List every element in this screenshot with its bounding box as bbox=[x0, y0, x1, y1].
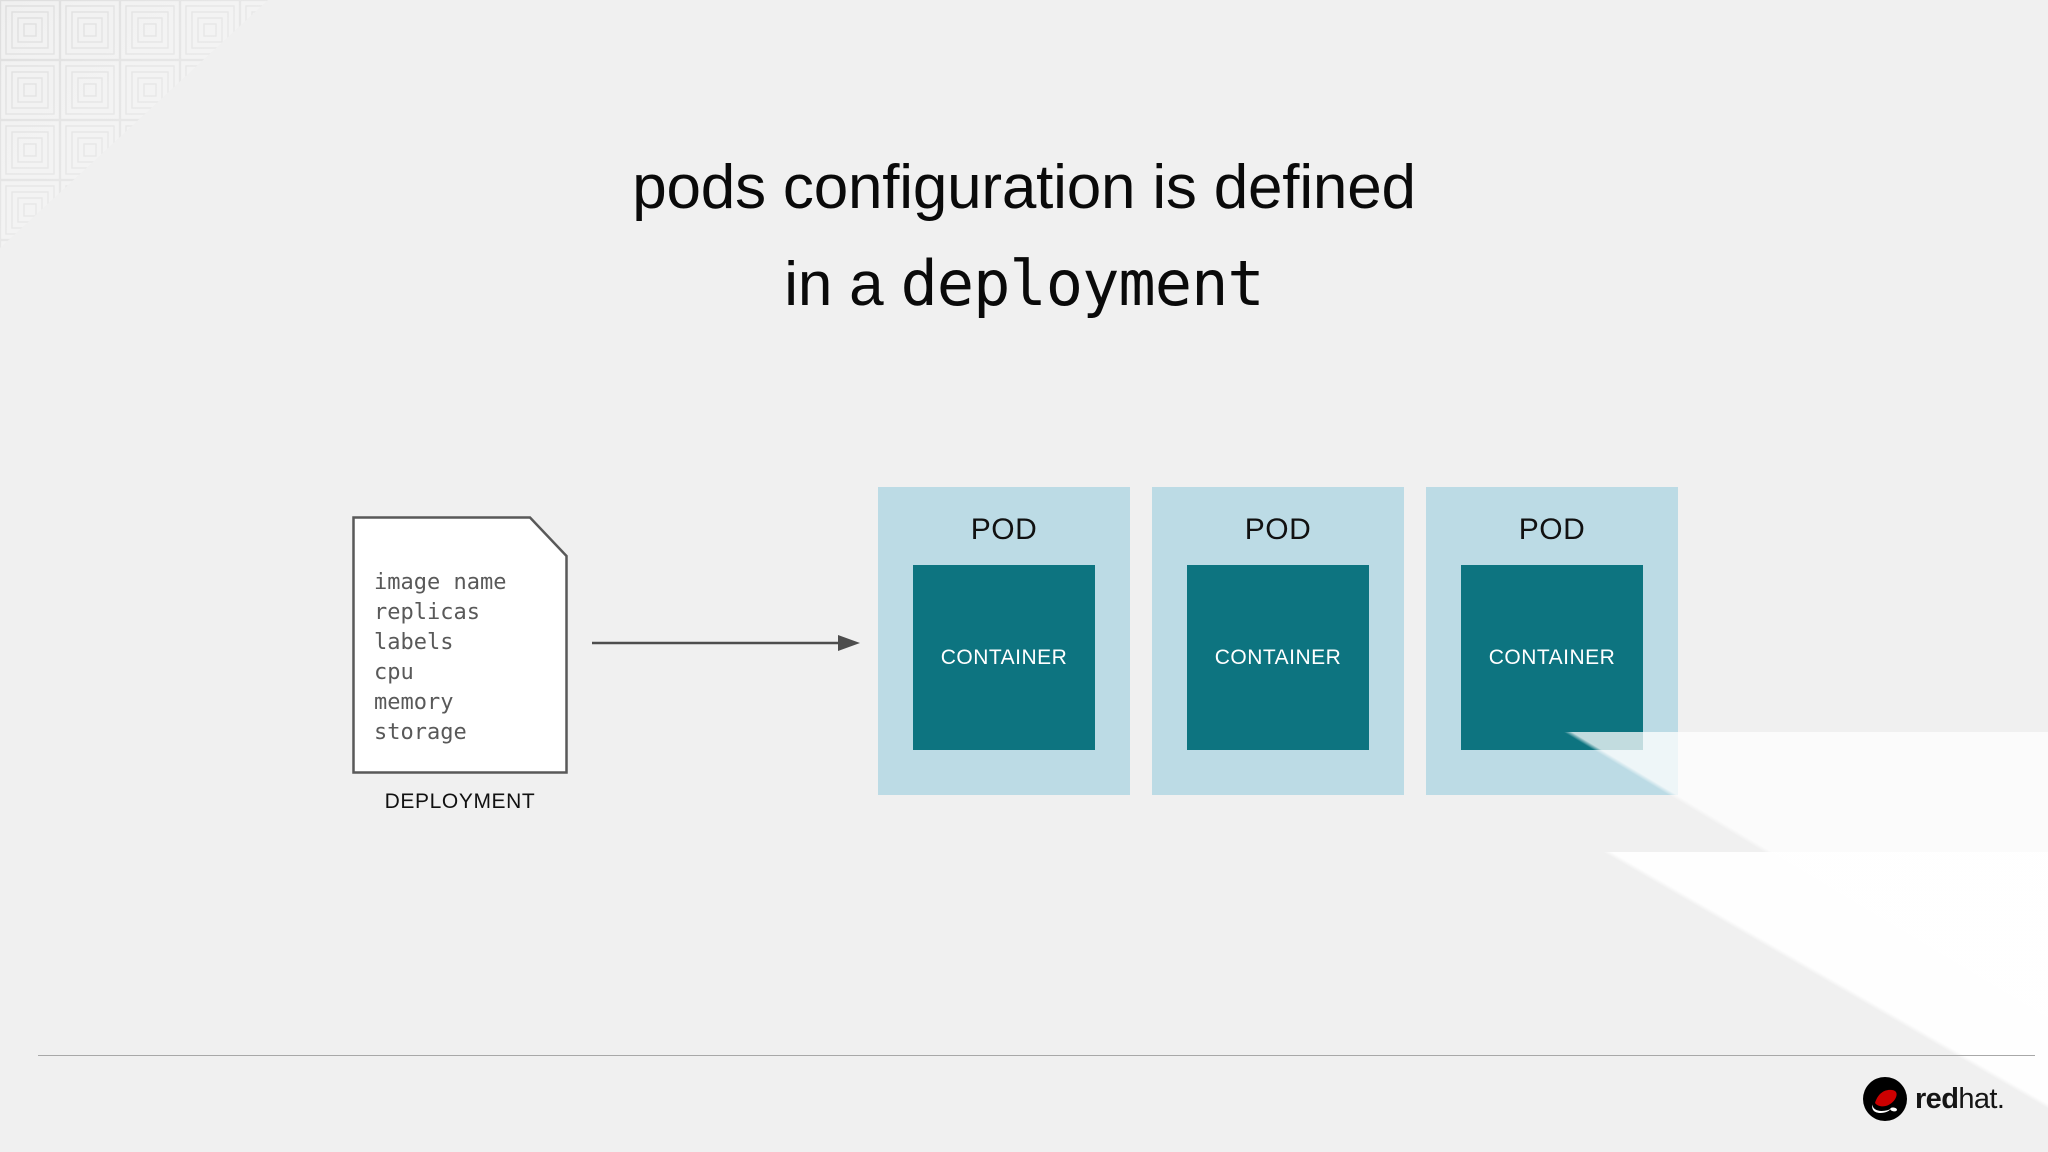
container-box-2: CONTAINER bbox=[1187, 565, 1369, 750]
redhat-shadowman-icon bbox=[1863, 1077, 1907, 1121]
redhat-wordmark-red: red bbox=[1915, 1082, 1959, 1115]
deployment-document-icon: image name replicas labels cpu memory st… bbox=[352, 516, 568, 774]
deployment-group: image name replicas labels cpu memory st… bbox=[352, 516, 572, 814]
container-label-1: CONTAINER bbox=[940, 645, 1068, 669]
redhat-logo: redhat. bbox=[1862, 1076, 2005, 1122]
redhat-wordmark-hat: hat. bbox=[1958, 1082, 2005, 1115]
deployment-field-memory: memory bbox=[374, 690, 454, 715]
title-line-2-prefix: in a bbox=[784, 250, 901, 319]
title-keyword-deployment: deployment bbox=[900, 247, 1264, 320]
container-label-2: CONTAINER bbox=[1214, 645, 1342, 669]
deployment-field-image-name: image name bbox=[374, 570, 507, 595]
redhat-wordmark: redhat. bbox=[1915, 1082, 2005, 1115]
container-label-3: CONTAINER bbox=[1488, 645, 1616, 669]
deployment-field-cpu: cpu bbox=[374, 660, 414, 685]
deployment-field-replicas: replicas bbox=[374, 600, 480, 625]
deployment-field-labels: labels bbox=[374, 630, 454, 655]
page-title: pods configuration is defined in a deplo… bbox=[0, 140, 2048, 333]
pod-label-3: POD bbox=[1518, 513, 1586, 546]
pod-label-1: POD bbox=[970, 513, 1038, 546]
title-line-2: in a deployment bbox=[0, 236, 2048, 333]
pod-box-3: POD CONTAINER bbox=[1426, 487, 1678, 795]
deployment-field-storage: storage bbox=[374, 720, 467, 745]
flow-arrow-icon bbox=[592, 635, 860, 651]
deployment-caption: DEPLOYMENT bbox=[384, 790, 536, 813]
container-box-3: CONTAINER bbox=[1461, 565, 1643, 750]
deployment-field-list: image name replicas labels cpu memory st… bbox=[374, 568, 506, 748]
footer-divider bbox=[38, 1055, 2035, 1056]
title-line-1: pods configuration is defined bbox=[632, 153, 1416, 222]
pod-box-1: POD CONTAINER bbox=[878, 487, 1130, 795]
pod-label-2: POD bbox=[1244, 513, 1312, 546]
container-box-1: CONTAINER bbox=[913, 565, 1095, 750]
pod-box-2: POD CONTAINER bbox=[1152, 487, 1404, 795]
pods-row: POD CONTAINER POD CONTAINER POD CONTAINE… bbox=[878, 487, 1678, 795]
